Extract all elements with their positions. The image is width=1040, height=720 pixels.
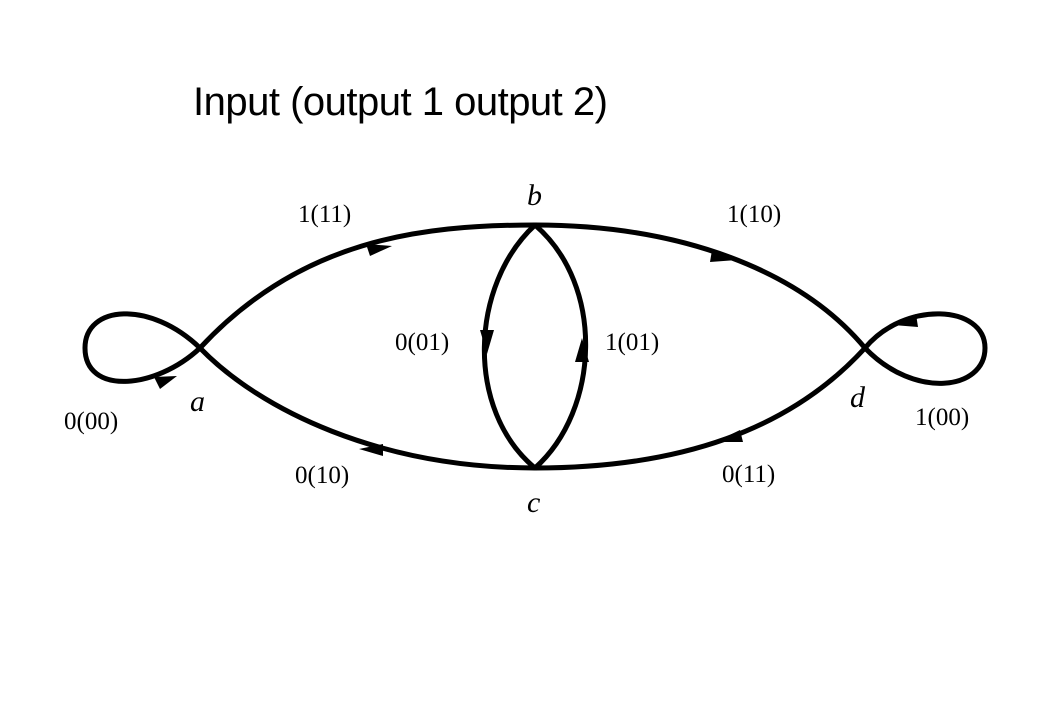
arrowhead-d-self xyxy=(893,314,918,327)
arrowhead-d-to-c xyxy=(715,430,743,442)
arrowhead-b-to-d xyxy=(710,250,737,262)
node-b-label: b xyxy=(527,179,542,212)
edge-label-d-self: 1(00) xyxy=(915,404,969,431)
edge-label-b-to-d: 1(10) xyxy=(727,201,781,228)
edge-label-d-to-c: 0(11) xyxy=(722,461,775,488)
edge-a-to-b xyxy=(197,222,538,351)
arrowhead-c-to-b xyxy=(575,338,589,362)
arrowhead-c-to-a xyxy=(359,444,383,456)
edge-c-to-b xyxy=(532,222,589,471)
edge-c-to-a xyxy=(197,345,538,471)
arrowhead-a-self xyxy=(154,376,177,389)
node-a-label: a xyxy=(190,385,205,418)
edge-label-c-to-b: 1(01) xyxy=(605,329,659,356)
edge-label-a-to-b: 1(11) xyxy=(298,201,351,228)
node-c-label: c xyxy=(527,486,540,519)
diagram-title: Input (output 1 output 2) xyxy=(193,80,608,124)
node-d-label: d xyxy=(850,381,866,414)
arrowhead-a-to-b xyxy=(366,244,392,256)
arrowhead-b-to-c xyxy=(480,330,494,354)
edge-b-to-c xyxy=(481,222,538,471)
edge-label-b-to-c: 0(01) xyxy=(395,329,449,356)
edge-d-self-loop xyxy=(862,311,988,386)
edge-label-c-to-a: 0(10) xyxy=(295,462,349,489)
edge-a-self-loop xyxy=(82,311,203,384)
edge-label-a-self: 0(00) xyxy=(64,408,118,435)
